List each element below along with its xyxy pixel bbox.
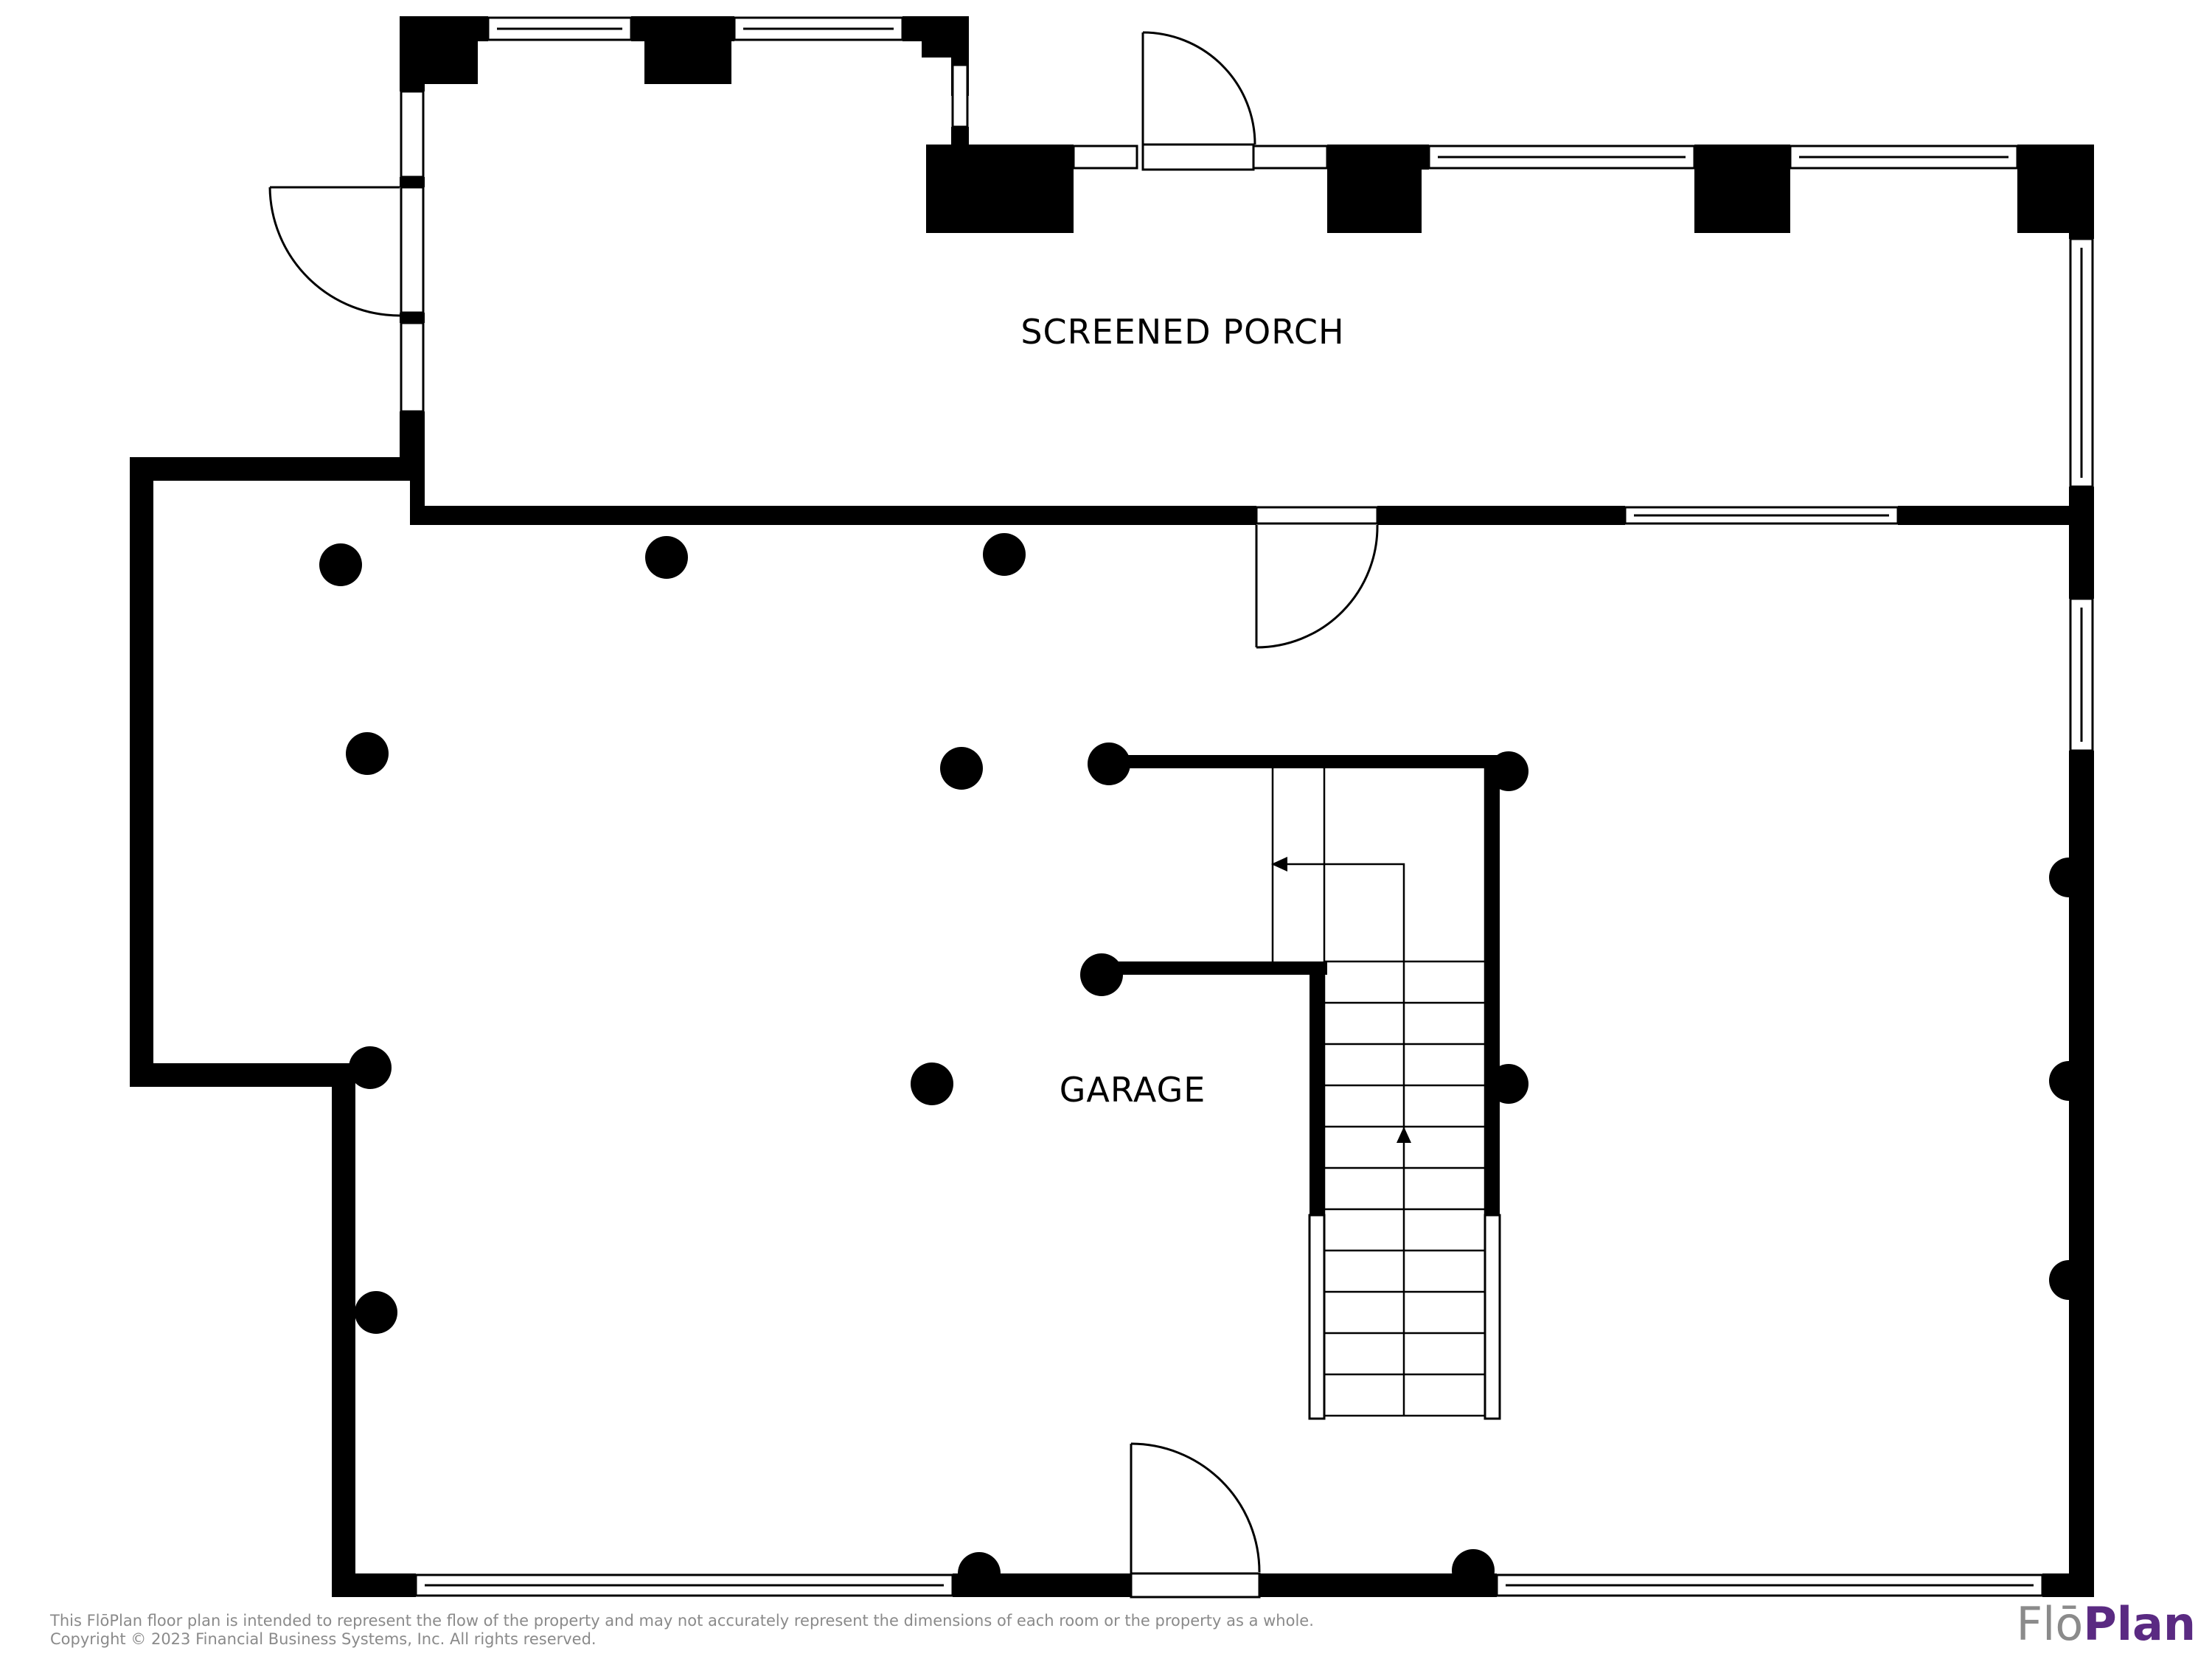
screened-porch-walls (400, 16, 2094, 599)
copyright-text: Copyright © 2023 Financial Business Syst… (50, 1630, 597, 1648)
stair-direction-arrows (1271, 857, 1411, 1143)
support-posts (319, 533, 2089, 1595)
floplan-logo: FlōPlan (2017, 1599, 2197, 1650)
logo-part-flo: Flō (2016, 1597, 2084, 1651)
disclaimer-text: This FlōPlan floor plan is intended to r… (50, 1612, 1314, 1630)
porch-windows (400, 16, 2094, 752)
garage-windows (414, 1214, 2044, 1597)
room-label-screened-porch: SCREENED PORCH (1020, 312, 1344, 352)
garage-door (1130, 1442, 1261, 1599)
logo-part-plan: Plan (2083, 1597, 2196, 1651)
room-label-garage: GARAGE (1060, 1070, 1206, 1110)
staircase (1271, 768, 1486, 1419)
footer-disclaimer: This FlōPlan floor plan is intended to r… (50, 1612, 1314, 1649)
porch-doors (268, 31, 1379, 649)
garage-walls (130, 457, 2094, 1597)
